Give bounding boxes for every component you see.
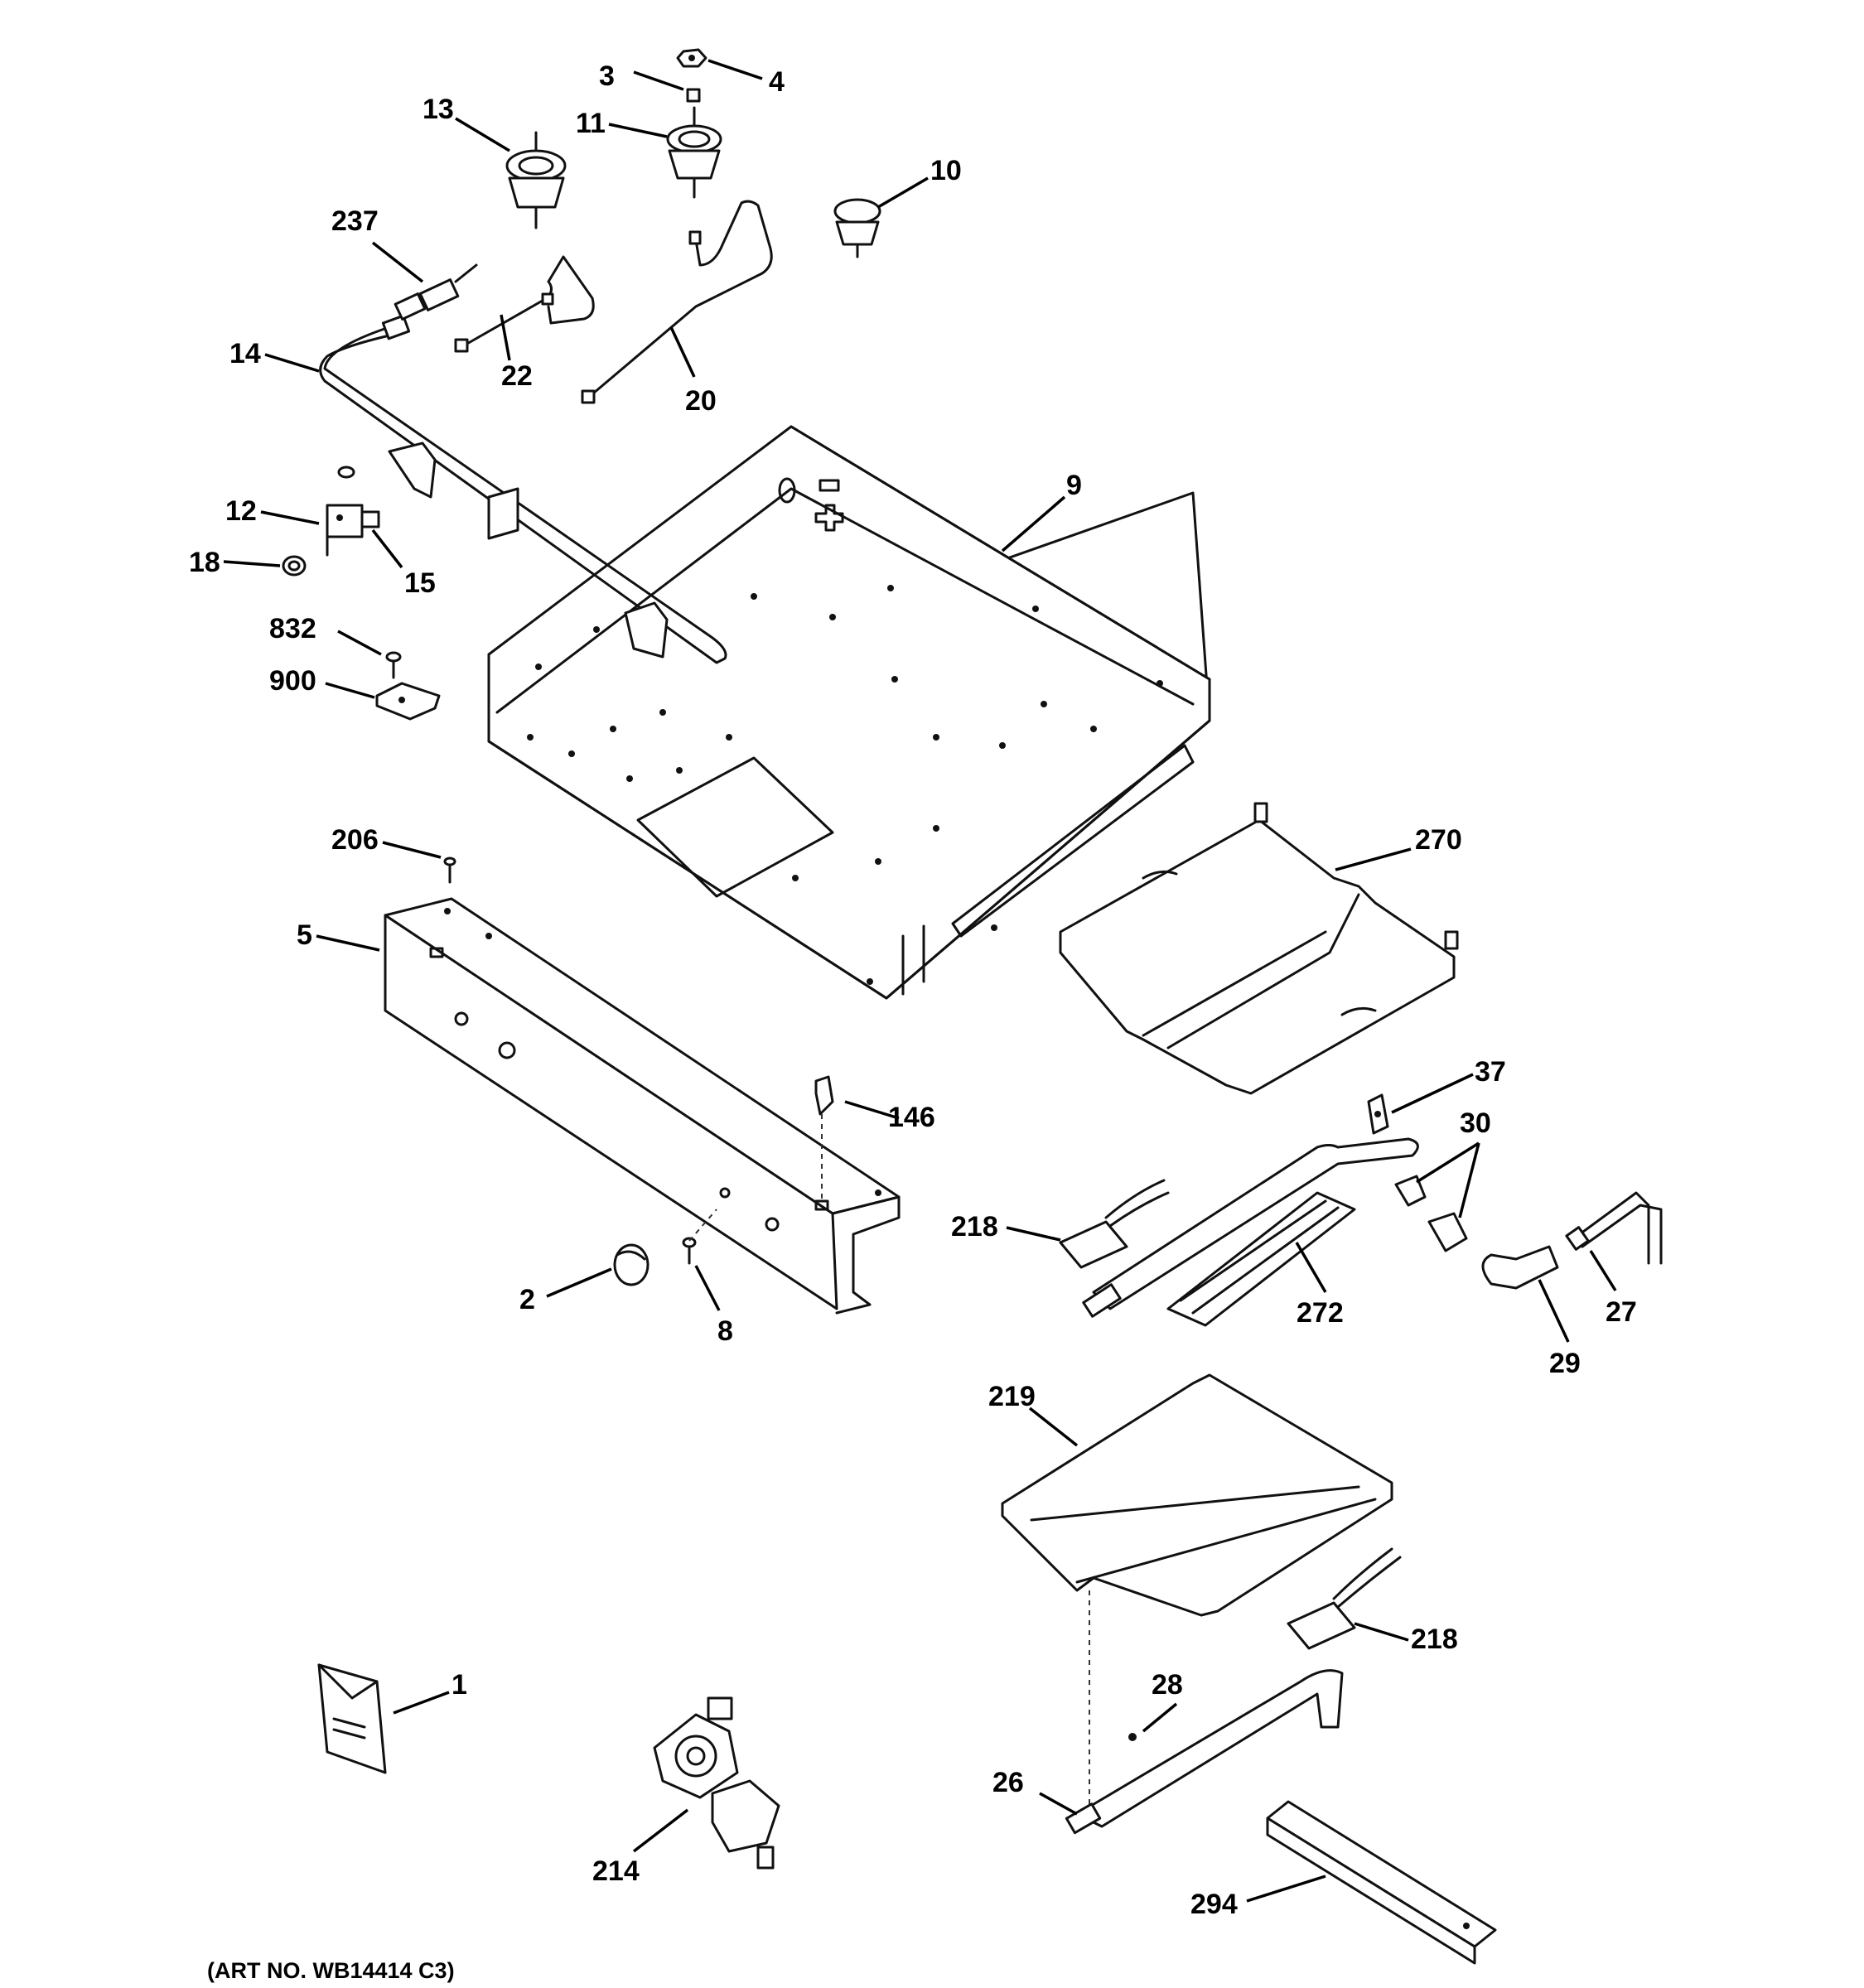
callout-219: 219 <box>988 1381 1036 1412</box>
part-218a-igniter <box>1059 1179 1170 1269</box>
part-218b-igniter <box>1287 1547 1402 1650</box>
part-3-washer <box>686 88 701 103</box>
callout-18: 18 <box>189 547 220 578</box>
part-20-tube <box>581 200 773 404</box>
part-12-valve <box>326 466 380 557</box>
art-number: (ART NO. WB14414 C3) <box>207 1958 455 1983</box>
part-22-tube <box>454 255 595 353</box>
part-9-burner-box <box>487 425 1211 1000</box>
part-29-elbow <box>1481 1245 1559 1290</box>
callout-22: 22 <box>501 360 533 392</box>
part-37-bracket <box>1367 1093 1389 1135</box>
callout-37: 37 <box>1475 1056 1506 1088</box>
callout-272: 272 <box>1297 1297 1344 1329</box>
callout-9: 9 <box>1066 470 1082 501</box>
part-237-fitting <box>394 263 478 321</box>
callout-8: 8 <box>717 1315 733 1347</box>
callout-3: 3 <box>599 60 615 92</box>
callout-29: 29 <box>1549 1348 1581 1379</box>
callout-labels: 3 4 13 11 10 237 14 22 20 9 12 15 18 832… <box>189 60 1637 1920</box>
part-1-envelope <box>317 1663 387 1774</box>
callout-237: 237 <box>331 205 379 237</box>
part-26-burner <box>1065 1669 1344 1835</box>
part-30-orifice <box>1394 1175 1468 1252</box>
upper-burner <box>1082 1137 1419 1318</box>
callout-214: 214 <box>592 1855 640 1887</box>
part-11-burner-head <box>666 106 722 199</box>
callout-294: 294 <box>1190 1889 1238 1920</box>
part-4-nut <box>676 48 707 68</box>
part-206-screw <box>443 856 456 884</box>
part-272-baffle <box>1166 1191 1356 1327</box>
part-219-shield <box>1001 1373 1393 1806</box>
callout-30: 30 <box>1460 1107 1491 1139</box>
callout-2: 2 <box>519 1284 535 1315</box>
callout-13: 13 <box>423 94 454 125</box>
callout-12: 12 <box>225 495 257 527</box>
callout-146: 146 <box>888 1102 935 1133</box>
leader-lines <box>223 59 1617 1903</box>
callout-4: 4 <box>769 66 785 98</box>
callout-27: 27 <box>1606 1296 1637 1328</box>
part-27-tube <box>1565 1191 1663 1265</box>
part-5-manifold-panel <box>384 897 901 1315</box>
part-2-knob <box>613 1243 650 1286</box>
callout-28: 28 <box>1152 1669 1183 1701</box>
part-900-bracket <box>375 682 441 721</box>
part-146-clip <box>814 1075 834 1201</box>
part-10-burner-head <box>833 198 881 258</box>
part-214-valve <box>653 1696 780 1870</box>
part-18-nut <box>282 555 307 577</box>
part-13-burner-head <box>505 131 567 229</box>
callout-900: 900 <box>269 665 316 697</box>
part-8-screw <box>682 1209 717 1265</box>
part-14-manifold <box>319 314 727 664</box>
callout-26: 26 <box>992 1767 1024 1798</box>
callout-14: 14 <box>229 338 261 369</box>
part-28-screw <box>1128 1733 1137 1741</box>
callout-218a: 218 <box>951 1211 998 1242</box>
callout-270: 270 <box>1415 824 1462 856</box>
part-270-shield <box>1059 802 1459 1095</box>
part-294-rail <box>1266 1800 1497 1965</box>
callout-206: 206 <box>331 824 379 856</box>
callout-218b: 218 <box>1411 1624 1458 1655</box>
callout-20: 20 <box>685 385 717 417</box>
callout-1: 1 <box>452 1669 467 1701</box>
callout-5: 5 <box>297 919 312 951</box>
part-832-screw <box>385 651 402 679</box>
callout-11: 11 <box>576 108 606 139</box>
callout-10: 10 <box>930 155 962 186</box>
callout-832: 832 <box>269 613 316 644</box>
callout-15: 15 <box>404 567 436 599</box>
